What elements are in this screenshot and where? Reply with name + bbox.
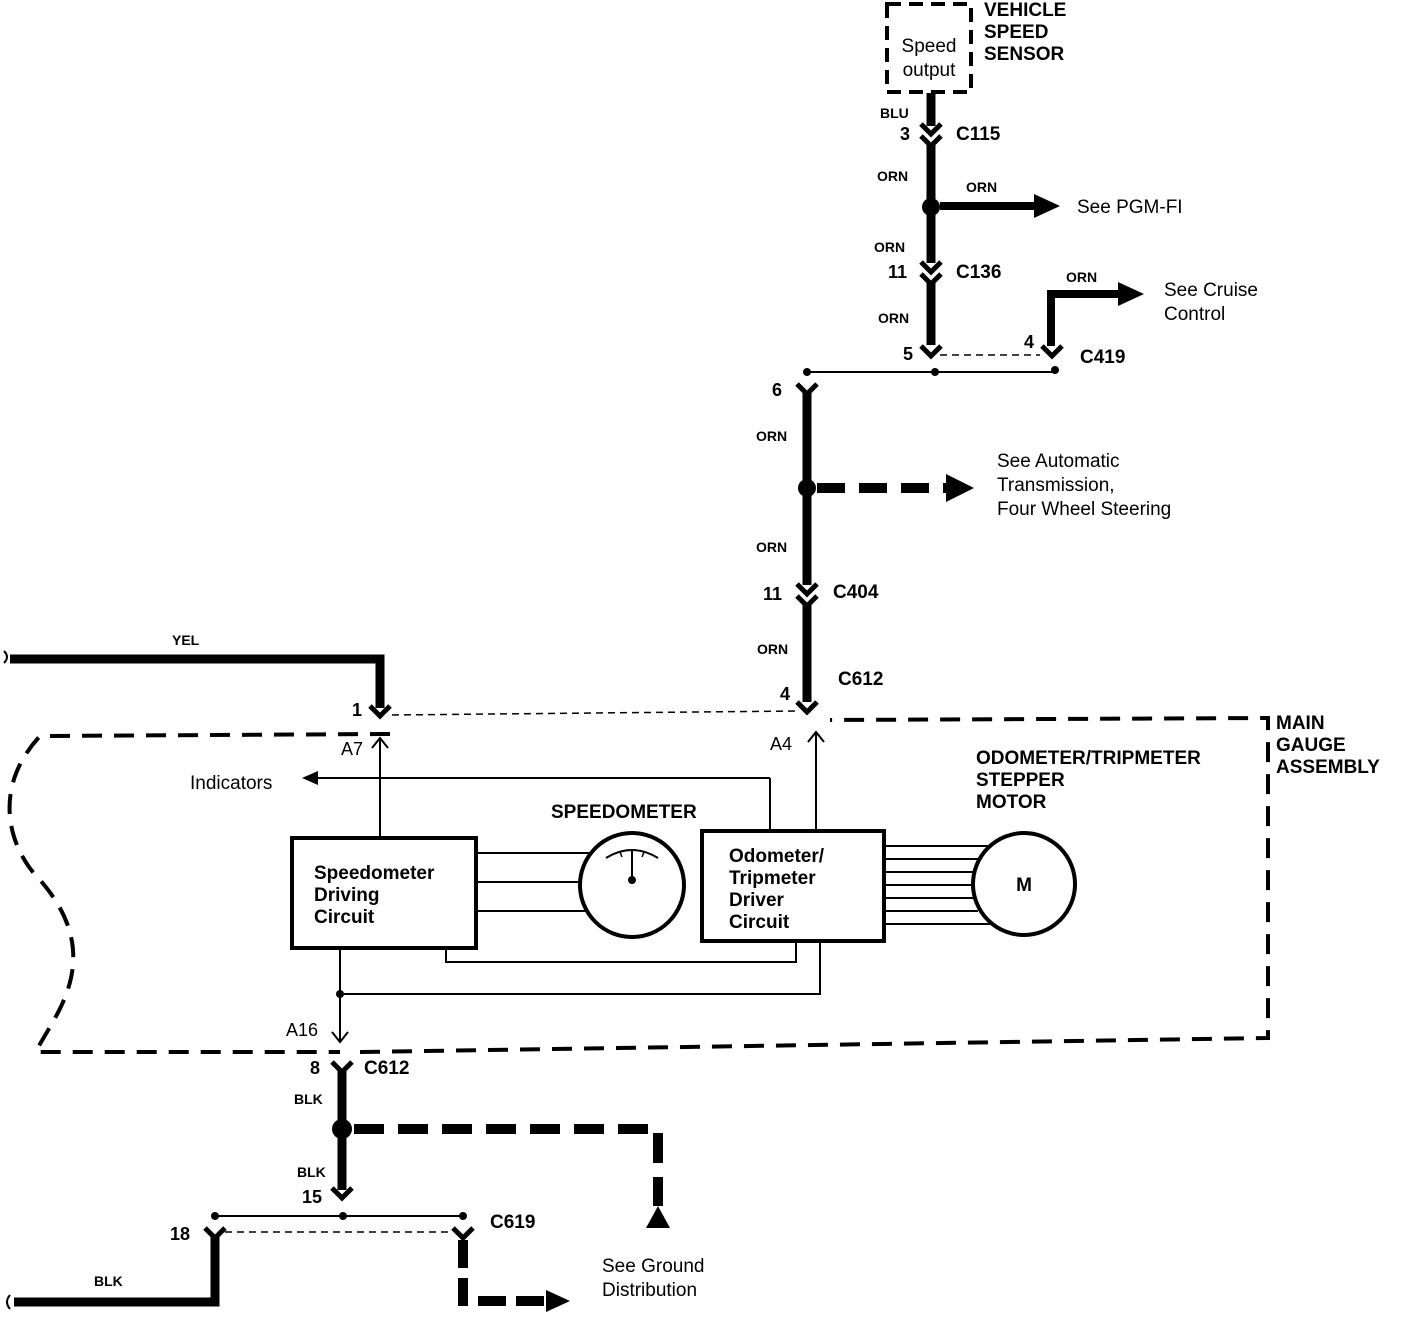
note-cruise-line-1: See Cruise bbox=[1164, 280, 1258, 301]
sensor-title-line-1: VEHICLE bbox=[984, 0, 1066, 21]
note-auto-line-2: Transmission, bbox=[997, 475, 1115, 496]
note-pgm: See PGM-FI bbox=[1077, 197, 1183, 218]
stepper-title-line-1: ODOMETER/TRIPMETER bbox=[976, 748, 1201, 769]
driver-circuit-line-3: Driver bbox=[729, 890, 785, 911]
gauge-title-line-3: ASSEMBLY bbox=[1276, 757, 1380, 778]
note-auto-line-3: Four Wheel Steering bbox=[997, 499, 1171, 520]
stepper-signal-lines bbox=[884, 845, 990, 925]
speedo-signal-lines bbox=[476, 852, 592, 912]
ground-arrow-right bbox=[546, 1290, 570, 1312]
pin-c419-b: 4 bbox=[1024, 332, 1034, 352]
connector-c419: C419 bbox=[1080, 347, 1125, 368]
wire-label-yel: YEL bbox=[172, 632, 200, 648]
blk-left-wire bbox=[6, 1226, 227, 1310]
ground-return-lines bbox=[331, 941, 821, 1044]
c419-connector bbox=[940, 290, 1122, 360]
motor-label: M bbox=[1016, 875, 1032, 896]
driver-circuit-line-4: Circuit bbox=[729, 912, 790, 933]
note-ground-line-2: Distribution bbox=[602, 1280, 697, 1301]
wire-label-blk-3: BLK bbox=[94, 1273, 123, 1289]
wire-label-blk-2: BLK bbox=[297, 1164, 326, 1180]
pin-c612-bottom: 8 bbox=[310, 1058, 320, 1078]
connector-c136: C136 bbox=[956, 262, 1001, 283]
stepper-title-line-3: MOTOR bbox=[976, 792, 1047, 813]
sensor-title-line-2: SPEED bbox=[984, 22, 1048, 43]
main-gauge-assembly: MAIN GAUGE ASSEMBLY bbox=[7, 713, 1380, 1054]
splice-pgm bbox=[922, 198, 940, 216]
splice-auto bbox=[798, 479, 816, 497]
gauge-title-line-1: MAIN bbox=[1276, 713, 1325, 734]
ground-splice-internal bbox=[336, 990, 344, 998]
wire-label-orn-2: ORN bbox=[874, 239, 905, 255]
note-cruise-line-2: Control bbox=[1164, 304, 1225, 325]
vehicle-speed-sensor: Speed output VEHICLE SPEED SENSOR bbox=[885, 0, 1066, 94]
orn-trunk-middle bbox=[795, 382, 819, 716]
speedometer-gauge: SPEEDOMETER bbox=[551, 802, 697, 939]
wire-label-blu: BLU bbox=[880, 105, 909, 121]
pin-c619-b: 18 bbox=[170, 1224, 190, 1244]
driving-circuit-line-1: Speedometer bbox=[314, 863, 435, 884]
blk-right-wire bbox=[451, 1226, 548, 1306]
pin-a4-arrow bbox=[807, 730, 825, 830]
wire-label-orn-6: ORN bbox=[757, 641, 788, 657]
pin-a4: A4 bbox=[770, 734, 792, 754]
pin-c619-a: 15 bbox=[302, 1187, 322, 1207]
indicators-arrow bbox=[302, 771, 318, 785]
orn-trunk-upper bbox=[919, 93, 943, 360]
pin-c419-a: 5 bbox=[903, 344, 913, 364]
driving-circuit-line-3: Circuit bbox=[314, 907, 375, 928]
splice-ground bbox=[332, 1119, 352, 1139]
stepper-motor: M ODOMETER/TRIPMETER STEPPER MOTOR bbox=[971, 748, 1201, 937]
ground-arrow-up bbox=[646, 1206, 670, 1228]
pin-c404: 11 bbox=[763, 584, 782, 604]
wire-label-orn-cruise: ORN bbox=[1066, 269, 1097, 285]
note-ground-line-1: See Ground bbox=[602, 1256, 704, 1277]
wire-label-blk-1: BLK bbox=[294, 1091, 323, 1107]
wire-label-orn-5: ORN bbox=[756, 539, 787, 555]
note-auto-line-1: See Automatic bbox=[997, 451, 1120, 472]
pin-a7: A7 bbox=[341, 739, 363, 759]
sensor-title-line-3: SENSOR bbox=[984, 44, 1065, 65]
yel-wire bbox=[3, 650, 392, 720]
pin-c612-b: 1 bbox=[352, 700, 362, 720]
wire-label-orn-pgm: ORN bbox=[966, 179, 997, 195]
c612-top-link bbox=[391, 710, 798, 716]
driver-circuit-line-2: Tripmeter bbox=[729, 868, 816, 889]
odometer-driver-circuit: Odometer/ Tripmeter Driver Circuit bbox=[700, 829, 886, 943]
pin-c612-a: 4 bbox=[780, 684, 790, 704]
pin-a7-arrow bbox=[314, 736, 771, 836]
c419-bus bbox=[803, 366, 1059, 376]
wire-label-orn-1: ORN bbox=[877, 168, 908, 184]
sensor-box-line-2: output bbox=[903, 60, 957, 81]
connector-c612-top: C612 bbox=[838, 669, 883, 690]
connector-c115: C115 bbox=[956, 124, 1001, 145]
stepper-title-line-2: STEPPER bbox=[976, 770, 1065, 791]
gauge-title-line-2: GAUGE bbox=[1276, 735, 1346, 756]
wire-label-orn-4: ORN bbox=[756, 428, 787, 444]
pin-a16: A16 bbox=[286, 1020, 318, 1040]
sensor-box-line-1: Speed bbox=[902, 36, 957, 57]
connector-c612-bottom: C612 bbox=[364, 1058, 409, 1079]
pin-c136: 11 bbox=[888, 262, 907, 282]
pgm-branch: See PGM-FI bbox=[940, 194, 1183, 218]
connector-c404: C404 bbox=[833, 582, 879, 603]
ground-distribution-branch bbox=[354, 1124, 663, 1206]
driving-circuit-line-2: Driving bbox=[314, 885, 379, 906]
wire-label-orn-3: ORN bbox=[878, 310, 909, 326]
connector-c619: C619 bbox=[490, 1212, 535, 1233]
driver-circuit-line-1: Odometer/ bbox=[729, 846, 825, 867]
pin-c115: 3 bbox=[900, 124, 910, 144]
cruise-arrow bbox=[1118, 282, 1144, 306]
speedometer-driving-circuit: Speedometer Driving Circuit bbox=[290, 836, 478, 950]
c619-bus bbox=[211, 1212, 467, 1233]
auto-branch: See Automatic Transmission, Four Wheel S… bbox=[817, 451, 1171, 520]
note-indicators: Indicators bbox=[190, 773, 272, 794]
pin-c404-top: 6 bbox=[772, 380, 782, 400]
speedometer-label: SPEEDOMETER bbox=[551, 802, 697, 823]
